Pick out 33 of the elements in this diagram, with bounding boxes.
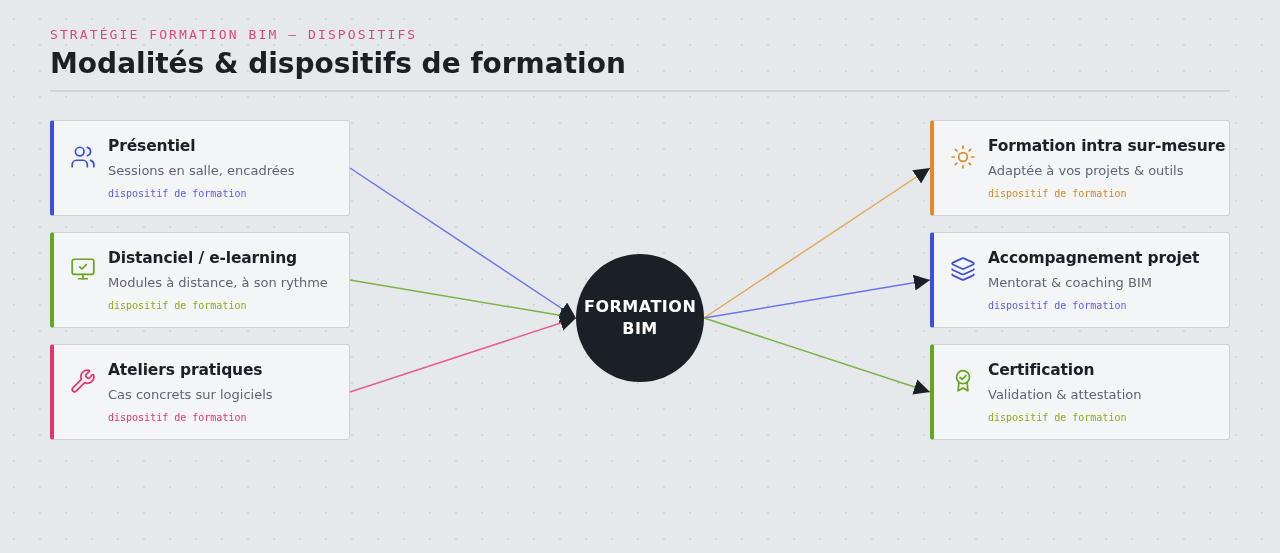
training-card <box>50 344 350 440</box>
training-card <box>930 120 1230 216</box>
card-description: Mentorat & coaching BIM <box>988 274 1152 292</box>
card-tag: dispositif de formation <box>988 298 1127 314</box>
card-title: Distanciel / e-learning <box>108 248 297 268</box>
page-title: Modalités & dispositifs de formation <box>50 47 626 81</box>
arrow <box>349 315 577 393</box>
arrow <box>349 167 577 319</box>
card-title: Formation intra sur-mesure <box>988 136 1226 156</box>
card-description: Modules à distance, à son rythme <box>108 274 328 292</box>
card-title: Accompagnement projet <box>988 248 1200 268</box>
card-tag: dispositif de formation <box>108 298 247 314</box>
card-title: Ateliers pratiques <box>108 360 263 380</box>
training-card <box>930 232 1230 328</box>
card-title: Présentiel <box>108 136 196 156</box>
training-card <box>50 120 350 216</box>
section-eyebrow: STRATÉGIE FORMATION BIM — DISPOSITIFS <box>50 28 418 42</box>
card-description: Cas concrets sur logiciels <box>108 386 273 404</box>
arrow <box>703 317 931 395</box>
card-description: Validation & attestation <box>988 386 1142 404</box>
card-description: Adaptée à vos projets & outils <box>988 162 1184 180</box>
arrow <box>349 279 577 324</box>
card-tag: dispositif de formation <box>988 186 1127 202</box>
card-tag: dispositif de formation <box>988 410 1127 426</box>
arrow <box>703 274 931 319</box>
card-title: Certification <box>988 360 1095 380</box>
card-tag: dispositif de formation <box>108 410 247 426</box>
card-description: Sessions en salle, encadrées <box>108 162 295 180</box>
card-tag: dispositif de formation <box>108 186 247 202</box>
training-card <box>930 344 1230 440</box>
arrow <box>703 167 931 319</box>
training-card <box>50 232 350 328</box>
hub-title: FORMATION BIM <box>584 296 696 340</box>
